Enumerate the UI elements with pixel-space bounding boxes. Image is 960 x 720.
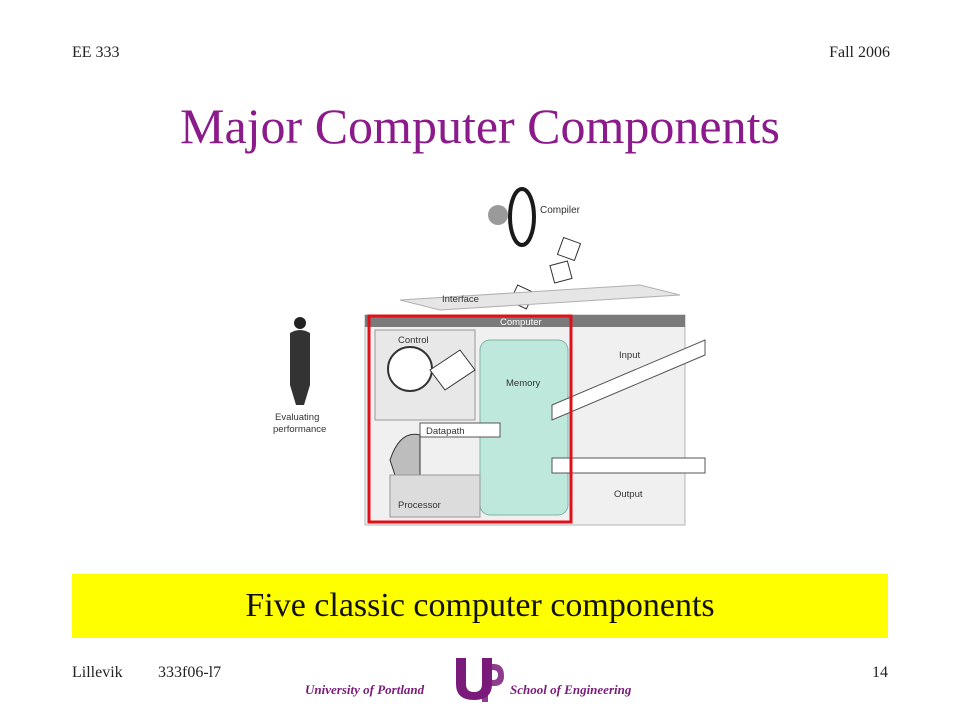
performance-label: performance [273,424,326,435]
footer-author: Lillevik [72,664,123,681]
input-label: Input [619,350,640,361]
term-label: Fall 2006 [829,44,890,61]
logo-university-text: University of Portland [305,682,425,697]
output-conveyor [551,457,706,474]
computer-bar [365,315,685,327]
control-funnel-icon [429,349,476,391]
person-head-icon [294,317,306,329]
course-label: EE 333 [72,44,120,61]
caption-band: Five classic computer components [72,574,888,638]
control-dial-icon [387,346,433,392]
compiler-sphere-icon [488,205,508,225]
datapath-label: Datapath [426,426,465,437]
instruction-box [549,260,573,284]
person-body-icon [290,330,310,405]
logo-school-text: School of Engineering [510,682,632,697]
processor-label: Processor [398,500,441,511]
compiler-label: Compiler [540,205,581,216]
computer-label: Computer [500,317,542,328]
computer-components-figure: Compiler Interface Computer Memory Contr… [270,175,720,560]
page-number: 14 [872,664,888,681]
output-label: Output [614,489,643,500]
interface-slab [399,284,681,311]
processor-tunnel-icon [389,433,421,476]
slide-title: Major Computer Components [180,98,780,154]
compiler-ring-icon [508,187,536,247]
datapath-strip [419,422,501,438]
instruction-box [556,236,582,262]
control-label: Control [398,335,429,346]
computer-diagram: Compiler Interface Computer Memory Contr… [273,187,706,526]
footer-code: 333f06-l7 [158,664,222,681]
processor-base [389,474,481,518]
input-conveyor [551,339,706,421]
memory-label: Memory [506,378,541,389]
interface-label: Interface [442,294,479,305]
evaluating-label: Evaluating [275,412,319,423]
highlight-rectangle [367,314,573,524]
caption-text: Five classic computer components [245,587,715,624]
up-logo-icon [452,654,506,704]
